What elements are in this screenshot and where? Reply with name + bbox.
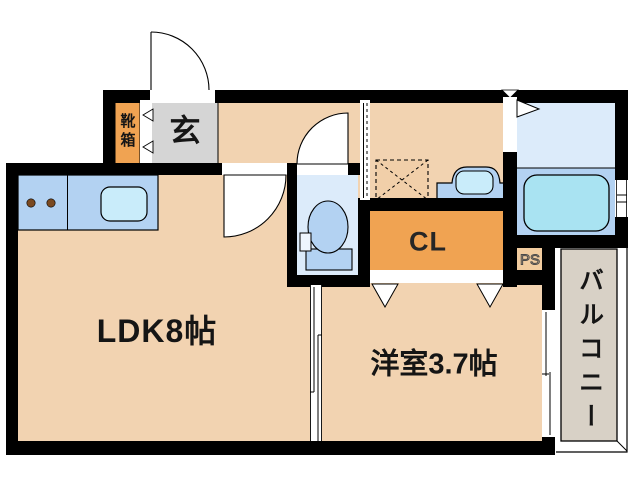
balcony-corner-line	[616, 440, 628, 452]
wall-shoebox-left	[103, 90, 115, 165]
room-sliding-door	[310, 285, 322, 441]
wall-notch	[501, 89, 519, 99]
wall-mid-left	[6, 163, 222, 175]
closet-folding-door	[370, 270, 504, 309]
bathroom-folding-door-icon	[516, 99, 541, 118]
wall-top	[103, 90, 628, 103]
wall-left-outer	[6, 163, 18, 455]
balcony-area	[560, 248, 618, 442]
entrance-genkan-floor	[152, 100, 218, 163]
closet-area	[370, 211, 503, 271]
folding-door-icon	[476, 283, 504, 309]
wall-mid-pillar	[287, 163, 297, 175]
washroom-sliding-door	[360, 100, 370, 200]
ldk-door-swing-icon	[223, 174, 287, 238]
pipe-space-box	[517, 248, 545, 272]
balcony-sliding-door	[542, 310, 555, 437]
wall-toilet-right	[358, 198, 370, 287]
ldk-door-opening	[222, 163, 287, 175]
shoe-cabinet	[114, 100, 141, 166]
ldk-label: LDK8帖	[96, 313, 218, 349]
wall-toilet-left	[287, 175, 297, 287]
stove-burner-icon	[26, 198, 36, 208]
bathroom-window	[615, 180, 628, 217]
bathtub	[523, 174, 610, 232]
closet-label: CL	[409, 226, 447, 257]
folding-door-icon	[371, 283, 399, 309]
entrance-door-opening	[150, 90, 215, 103]
toilet-bowl	[307, 200, 349, 254]
wall-closet-top	[358, 198, 517, 211]
balcony-outer-edge	[556, 248, 628, 453]
kitchen-sink	[100, 186, 148, 222]
pipe-space-label: PS	[519, 251, 541, 269]
wall-closet-bottom-right	[503, 270, 548, 285]
western-room-label: 洋室3.7帖	[370, 348, 498, 381]
washing-machine-space	[375, 159, 429, 201]
wall-bathroom-bottom	[517, 235, 628, 248]
toilet-door-opening	[297, 163, 348, 175]
washbasin	[436, 166, 505, 201]
entrance-label: 玄	[169, 113, 201, 149]
wall-mid-right	[348, 163, 362, 175]
toilet-paper-holder	[299, 232, 312, 252]
arrow-left-icon	[142, 140, 154, 154]
shoe-cabinet-label: 靴箱	[118, 113, 136, 151]
bathroom-door-opening	[503, 97, 517, 152]
wall-right-outer	[615, 90, 628, 248]
shoe-cabinet-door	[140, 100, 154, 163]
toilet-door-swing-icon	[296, 112, 349, 165]
wall-toilet-bottom	[287, 275, 370, 287]
balcony-label: バルコニー	[575, 267, 604, 437]
entrance-door-swing-icon	[150, 31, 210, 91]
wall-bottom	[6, 441, 555, 455]
stove-burner-icon	[46, 198, 56, 208]
arrow-left-icon	[142, 108, 154, 122]
